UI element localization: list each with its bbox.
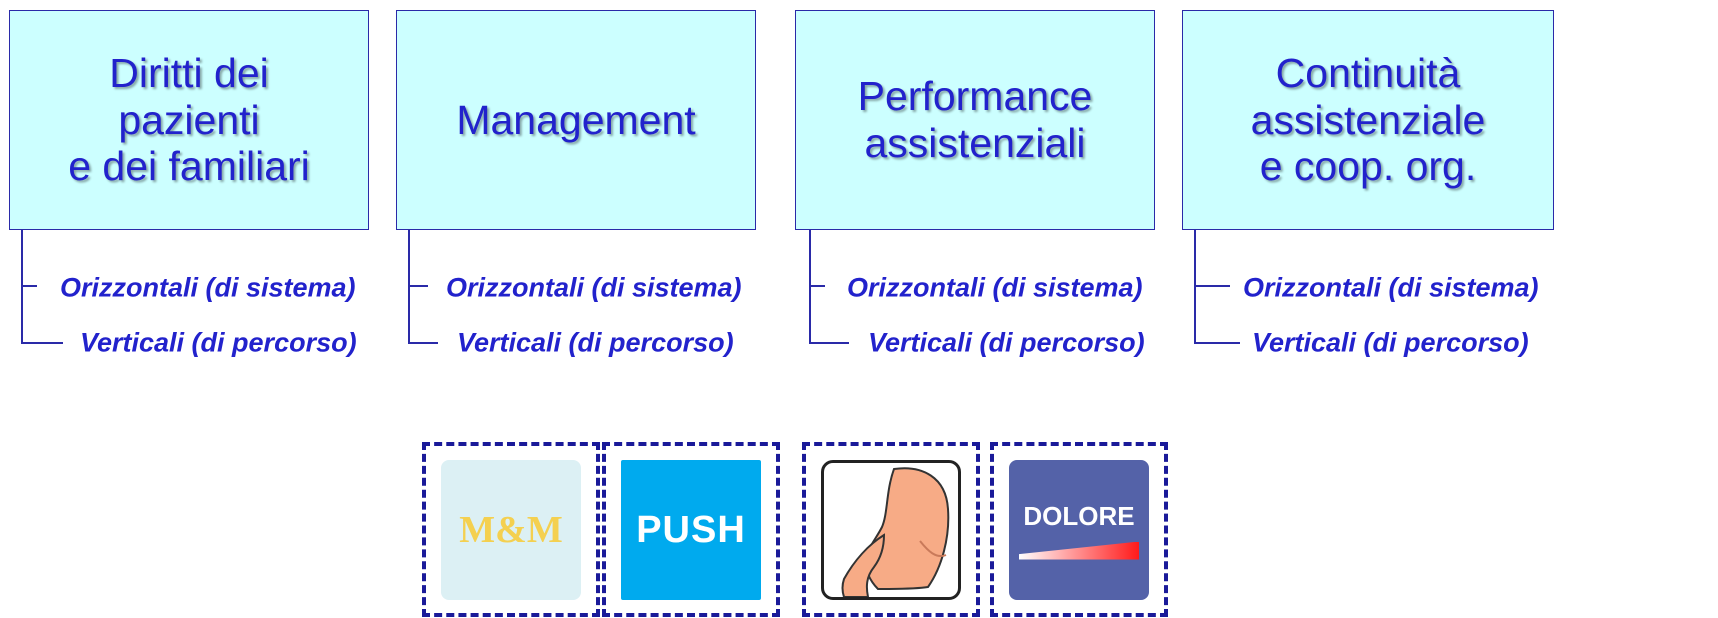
tree-branch: [809, 285, 825, 287]
tile-push: PUSH: [602, 442, 780, 617]
subcategory-verticali: Verticali (di percorso): [457, 327, 734, 358]
subcategory-verticali: Verticali (di percorso): [1252, 327, 1529, 358]
category-box-performance: Performance assistenziali: [795, 10, 1155, 230]
subcategory-orizzontali: Orizzontali (di sistema): [60, 272, 356, 303]
tree-branch: [21, 285, 37, 287]
tile-label: M&M: [459, 509, 563, 551]
category-title: Performance assistenziali: [857, 73, 1093, 166]
tree-branch: [408, 342, 438, 344]
subcategory-verticali: Verticali (di percorso): [80, 327, 357, 358]
push-logo-icon: PUSH: [621, 460, 761, 600]
tile-shoulder: [802, 442, 980, 617]
tile-label: PUSH: [636, 508, 746, 551]
category-title: Continuità assistenziale e coop. org.: [1250, 49, 1486, 190]
shoulder-body-icon: [821, 460, 961, 600]
tile-label: DOLORE: [1023, 500, 1135, 531]
tree-branch: [408, 285, 428, 287]
tree-branch: [1194, 342, 1240, 344]
category-box-diritti: Diritti dei pazienti e dei familiari: [9, 10, 369, 230]
category-box-management: Management: [396, 10, 756, 230]
tree-branch: [1194, 285, 1230, 287]
category-title: Diritti dei pazienti e dei familiari: [68, 49, 310, 190]
category-title: Management: [456, 96, 696, 143]
subcategory-verticali: Verticali (di percorso): [868, 327, 1145, 358]
mm-logo-icon: M&M: [441, 460, 581, 600]
tile-dolore: DOLORE: [990, 442, 1168, 617]
tree-branch: [21, 342, 63, 344]
subcategory-orizzontali: Orizzontali (di sistema): [1243, 272, 1539, 303]
tree-branch: [809, 342, 849, 344]
subcategory-orizzontali: Orizzontali (di sistema): [446, 272, 742, 303]
pain-scale-bar: [1019, 541, 1139, 560]
tile-mm: M&M: [422, 442, 600, 617]
subcategory-orizzontali: Orizzontali (di sistema): [847, 272, 1143, 303]
dolore-logo-icon: DOLORE: [1009, 460, 1149, 600]
category-box-continuita: Continuità assistenziale e coop. org.: [1182, 10, 1554, 230]
shoulder-drawing: [841, 467, 950, 597]
